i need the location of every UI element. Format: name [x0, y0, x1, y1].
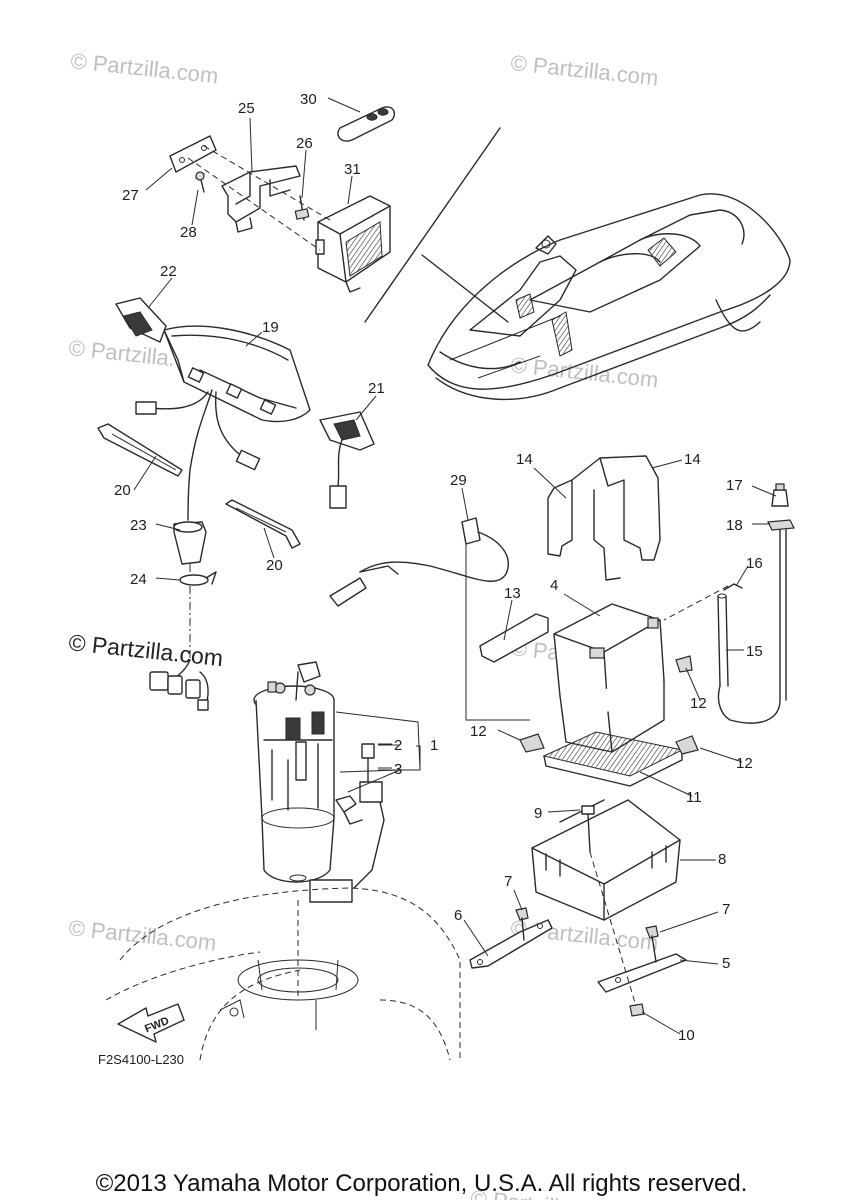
leader-to-craft: [421, 254, 509, 323]
section-divider-line: [364, 127, 501, 323]
callout-4: 4: [550, 577, 558, 594]
remote-receiver-assembly: [169, 106, 396, 293]
callout-labels: 30 25 26 31 27 28 22 19 21 20 20 23 24 2…: [114, 91, 763, 1044]
fuel-pump-assembly: [253, 661, 421, 903]
callout-12-left: 12: [470, 723, 487, 740]
diagram-code: F2S4100-L230: [98, 1052, 184, 1067]
callout-20-left: 20: [114, 482, 131, 499]
watermark: © Partzilla.com: [69, 48, 219, 88]
meter-assembly: [97, 297, 375, 711]
watermark: © Partzilla.com: [509, 352, 659, 392]
callout-10: 10: [678, 1027, 695, 1044]
callout-25: 25: [238, 100, 255, 117]
callout-22: 22: [160, 263, 177, 280]
watermark: © Partzilla.com: [509, 50, 659, 90]
callout-28: 28: [180, 224, 197, 241]
callout-3: 3: [394, 761, 402, 778]
callout-30: 30: [300, 91, 317, 108]
callout-27: 27: [122, 187, 139, 204]
callout-24: 24: [130, 571, 147, 588]
callout-8: 8: [718, 851, 726, 868]
battery-box-assembly: [469, 799, 687, 1017]
callout-7-right: 7: [722, 901, 730, 918]
callout-16: 16: [746, 555, 763, 572]
copyright-notice: ©2013 Yamaha Motor Corporation, U.S.A. A…: [95, 1170, 748, 1197]
callout-15: 15: [746, 643, 763, 660]
callout-12-right: 12: [736, 755, 753, 772]
callout-1: 1: [430, 737, 438, 754]
callout-26: 26: [296, 135, 313, 152]
callout-2: 2: [394, 737, 402, 754]
callout-20-right: 20: [266, 557, 283, 574]
callout-7-left: 7: [504, 873, 512, 890]
callout-13: 13: [504, 585, 521, 602]
sensor-cable: [329, 517, 530, 721]
callout-11: 11: [686, 789, 702, 806]
callout-9: 9: [534, 805, 542, 822]
callout-29: 29: [450, 472, 467, 489]
watermark-prominent: © Partzilla.com: [67, 629, 224, 671]
leader-lines: [133, 97, 777, 1035]
battery-assembly: [479, 455, 795, 787]
callout-12-mid: 12: [690, 695, 707, 712]
callout-14-left: 14: [516, 451, 533, 468]
callout-5: 5: [722, 955, 730, 972]
callout-31: 31: [344, 161, 361, 178]
watermark: © Partzilla.com: [67, 915, 217, 955]
callout-19: 19: [262, 319, 279, 336]
fuel-tank-outline: FWD: [105, 887, 461, 1061]
callout-17: 17: [726, 477, 743, 494]
callout-21: 21: [368, 380, 385, 397]
watercraft-overview: [427, 193, 791, 401]
callout-14-right: 14: [684, 451, 701, 468]
callout-6: 6: [454, 907, 462, 924]
callout-18: 18: [726, 517, 743, 534]
callout-23: 23: [130, 517, 147, 534]
